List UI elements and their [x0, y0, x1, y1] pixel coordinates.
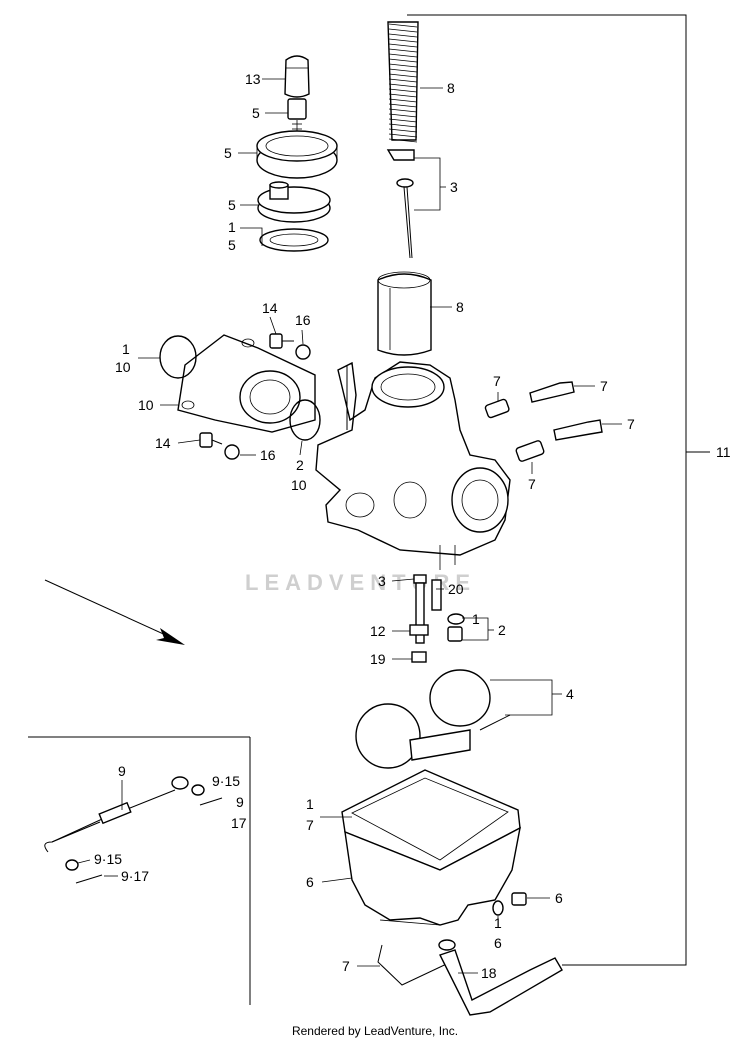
- part-ring-nut: [256, 130, 338, 179]
- bracket-11: [407, 14, 710, 966]
- part-float: [355, 669, 511, 769]
- direction-arrow: [44, 579, 185, 645]
- callout-14-top: 14: [262, 300, 278, 316]
- part-main-jet-assembly: [409, 574, 442, 663]
- part-bolt-lower: [199, 432, 240, 460]
- part-throttle-spring: [387, 21, 419, 143]
- callout-7-pilot-screw: 7: [600, 378, 608, 394]
- callout-10-insulator: 10: [138, 397, 154, 413]
- part-adjuster: [287, 98, 307, 134]
- callout-12-needle-jet: 12: [370, 623, 386, 639]
- callout-1-washer: 1: [494, 915, 502, 931]
- callout-5-gasket: 5: [228, 237, 236, 253]
- callout-6-drain-screw: 6: [555, 890, 563, 906]
- callout-9-17-lower: 9·17: [121, 868, 149, 884]
- callout-5-cap-plate: 5: [228, 197, 236, 213]
- callout-2-float-valve: 2: [498, 622, 506, 638]
- part-wire-clip: [377, 944, 456, 986]
- callout-11-assembly: 11: [716, 444, 731, 460]
- part-carburetor-body: [315, 361, 511, 570]
- callout-8-slide: 8: [456, 299, 464, 315]
- callout-14-lower: 14: [155, 435, 171, 451]
- part-bolt-top: [269, 333, 311, 360]
- callout-7-bowl-gasket: 7: [306, 817, 314, 833]
- callout-7-wire-clip: 7: [342, 958, 350, 974]
- inset-frame: [28, 736, 251, 1005]
- part-gasket-top: [259, 228, 329, 252]
- callout-9-cable: 9: [118, 763, 126, 779]
- callout-3-jet: 3: [378, 573, 386, 589]
- part-drain-tube: [438, 939, 563, 1016]
- part-needle-clip: [386, 149, 415, 259]
- callout-1-gasket: 1: [228, 219, 236, 235]
- callout-1-bowl-gasket: 1: [306, 796, 314, 812]
- callout-8-spring: 8: [447, 80, 455, 96]
- callout-7-stop-screw: 7: [627, 416, 635, 432]
- part-insulator: [177, 334, 316, 433]
- callout-19-main-jet: 19: [370, 651, 386, 667]
- callout-5-ring-nut: 5: [224, 145, 232, 161]
- footer-credit: Rendered by LeadVenture, Inc.: [291, 1024, 459, 1038]
- part-float-valve: [447, 613, 465, 642]
- part-throttle-slide: [377, 271, 432, 356]
- part-control-cable: [44, 776, 223, 884]
- callout-1-float-valve: 1: [472, 611, 480, 627]
- callout-16-lower: 16: [260, 447, 276, 463]
- part-cap-plate: [257, 181, 331, 223]
- callout-7-spring-b: 7: [528, 476, 536, 492]
- callout-3-needle: 3: [450, 179, 458, 195]
- callout-9-15-upper: 9·15: [212, 773, 240, 789]
- callout-13: 13: [245, 71, 261, 87]
- callout-17-upper: 17: [231, 815, 247, 831]
- part-cap: [284, 55, 310, 98]
- part-float-bowl: [344, 826, 521, 926]
- callout-2-o-ring: 2: [296, 457, 304, 473]
- callout-10-o-ring: 10: [115, 359, 131, 375]
- part-o-ring-right: [289, 399, 321, 441]
- callout-1-o-ring: 1: [122, 341, 130, 357]
- leader-lines: [77, 78, 622, 974]
- callout-9-upper: 9: [236, 794, 244, 810]
- part-throttle-stop-screw: [515, 419, 603, 462]
- part-o-ring-left: [159, 335, 197, 379]
- callout-5-adjuster: 5: [252, 105, 260, 121]
- callout-6-bowl: 6: [306, 874, 314, 890]
- part-pilot-screw: [484, 381, 575, 419]
- callout-7-spring-a: 7: [493, 373, 501, 389]
- callout-labels: 13 5 5 5 1 5 8 3 8 14 16 1 10 10 14 16 2…: [94, 71, 731, 981]
- callout-16-top: 16: [295, 312, 311, 328]
- part-drain-screw: [492, 892, 527, 916]
- callout-18-tube: 18: [481, 965, 497, 981]
- callout-10-o-ring-right: 10: [291, 477, 307, 493]
- callout-4-float: 4: [566, 686, 574, 702]
- callout-9-15-lower: 9·15: [94, 851, 122, 867]
- callout-6-washer: 6: [494, 935, 502, 951]
- callout-20-jet: 20: [448, 581, 464, 597]
